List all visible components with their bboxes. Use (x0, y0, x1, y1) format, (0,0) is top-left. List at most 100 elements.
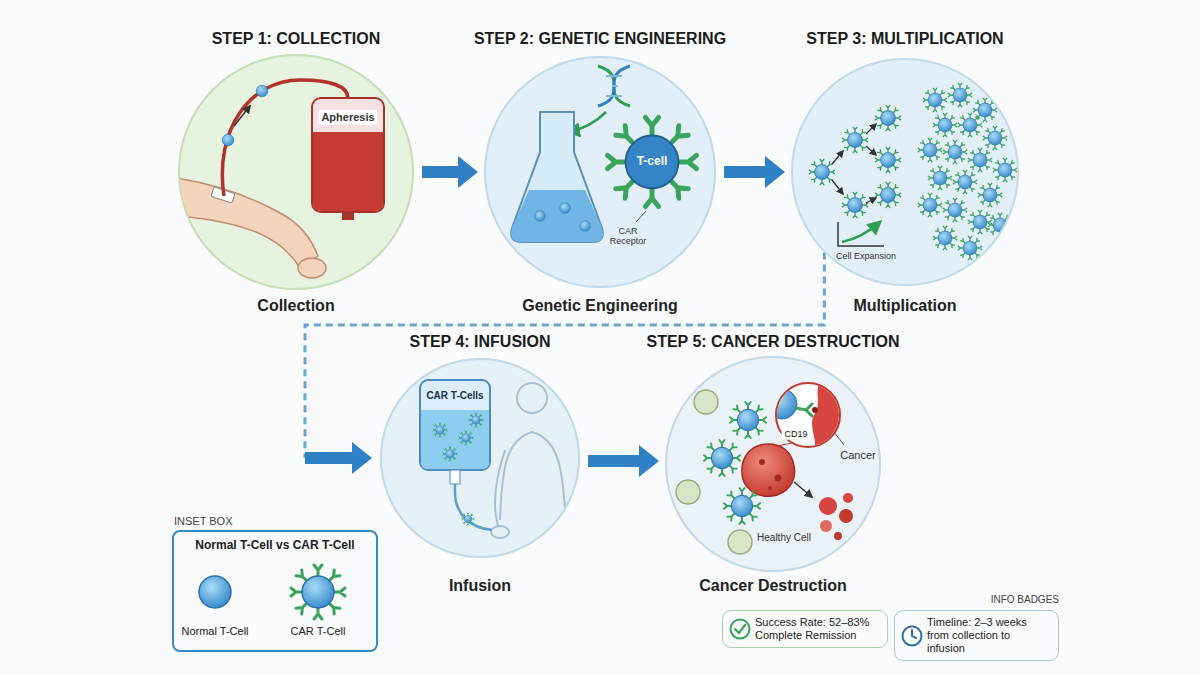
svg-line (834, 432, 844, 445)
svg-circle (775, 475, 782, 482)
info-badge: Timeline: 2–3 weeks from collection to i… (894, 610, 1059, 661)
svg-use (459, 431, 473, 445)
svg-use (958, 236, 981, 259)
inset-heading: INSET BOX (174, 515, 232, 528)
flow-arrow (724, 156, 785, 188)
svg-use (928, 166, 951, 189)
svg-circle (767, 389, 797, 419)
engineering-scene (511, 66, 696, 242)
svg-ellipse (298, 258, 326, 278)
svg-use (222, 134, 234, 146)
axis-label: Cell Expansion (836, 251, 896, 261)
svg-circle (820, 520, 832, 532)
step-caption: Collection (257, 296, 334, 316)
svg-use (875, 105, 900, 130)
svg-use (948, 83, 971, 106)
svg-path (812, 380, 845, 450)
svg-circle (380, 358, 580, 558)
callout-label: Cancer (840, 449, 875, 462)
svg-path (313, 132, 383, 211)
clock-hands (912, 630, 916, 638)
svg-line (606, 95, 622, 97)
svg-use (875, 182, 900, 207)
callout-label: CAR Receptor (604, 226, 652, 247)
cell-label: T-cell (637, 155, 668, 169)
check-mark (735, 625, 745, 633)
svg-path (455, 484, 492, 530)
svg-circle (768, 486, 772, 490)
step-caption: Cancer Destruction (699, 576, 847, 596)
circle-border (485, 57, 715, 287)
circle-outline (178, 54, 414, 290)
svg-circle (812, 407, 818, 413)
arrow-shaft (724, 166, 765, 178)
step-circle: STEP 2: GENETIC ENGINEERINGGenetic Engin… (484, 56, 716, 288)
svg-circle (676, 480, 700, 504)
svg-use (953, 170, 976, 193)
svg-line (794, 482, 812, 497)
svg-line (234, 106, 250, 126)
svg-path (176, 178, 318, 268)
svg-use (580, 221, 591, 232)
circle-border (666, 357, 880, 571)
antigen-label: CD19 (781, 428, 810, 440)
svg-ellipse (491, 526, 509, 538)
step-title: STEP 1: COLLECTION (212, 30, 381, 48)
svg-use (968, 148, 991, 171)
destruction-scene (676, 380, 853, 554)
step-title: STEP 5: CANCER DESTRUCTION (646, 333, 899, 351)
cell-caption: Normal T-Cell (181, 625, 248, 638)
flow-route (305, 253, 824, 458)
svg-use (607, 155, 627, 168)
svg-path (598, 66, 630, 106)
svg-use (933, 113, 956, 136)
callout-label: Healthy Cell (757, 532, 811, 544)
step-circle: STEP 4: INFUSIONInfusion (380, 358, 580, 558)
svg-use (560, 203, 571, 214)
cell-caption: CAR T-Cell (291, 625, 346, 638)
svg-use (943, 140, 966, 163)
step-caption: Genetic Engineering (522, 296, 678, 316)
bag-label: Apheresis (318, 110, 377, 125)
expansion-scene (809, 83, 1016, 259)
check-ring (731, 620, 750, 639)
arrow-shaft (305, 452, 352, 464)
svg-circle (728, 530, 752, 554)
svg-use (535, 211, 546, 222)
svg-rect (342, 211, 354, 220)
clock-icon (901, 625, 923, 647)
svg-use (978, 183, 1001, 206)
svg-circle (819, 497, 837, 515)
svg-line (866, 198, 876, 203)
svg-use (993, 158, 1016, 181)
inset-title: Normal T-Cell vs CAR T-Cell (174, 532, 376, 553)
svg-path (495, 450, 505, 526)
step-title: STEP 2: GENETIC ENGINEERING (474, 30, 726, 48)
svg-path (421, 410, 489, 469)
svg-line (832, 151, 843, 164)
svg-use (291, 565, 345, 619)
svg-use (677, 155, 697, 168)
svg-use (943, 198, 966, 221)
svg-line (777, 443, 792, 446)
arrow-shaft (588, 455, 639, 467)
circle-grounds (178, 54, 1019, 572)
svg-use (918, 138, 941, 161)
svg-use (469, 413, 483, 427)
step-circle: STEP 1: COLLECTIONCollection (178, 54, 414, 290)
svg-circle (665, 356, 881, 572)
svg-rect (420, 380, 490, 470)
svg-use (809, 159, 834, 184)
svg-line (832, 180, 843, 194)
check-icon (729, 618, 751, 640)
step-caption: Infusion (449, 576, 511, 596)
circle-border (179, 55, 413, 289)
arrow-head (765, 156, 785, 188)
svg-path (838, 222, 884, 246)
arrow-head (352, 442, 372, 474)
svg-line (636, 211, 646, 222)
svg-circle (839, 509, 853, 523)
svg-circle (484, 56, 716, 288)
